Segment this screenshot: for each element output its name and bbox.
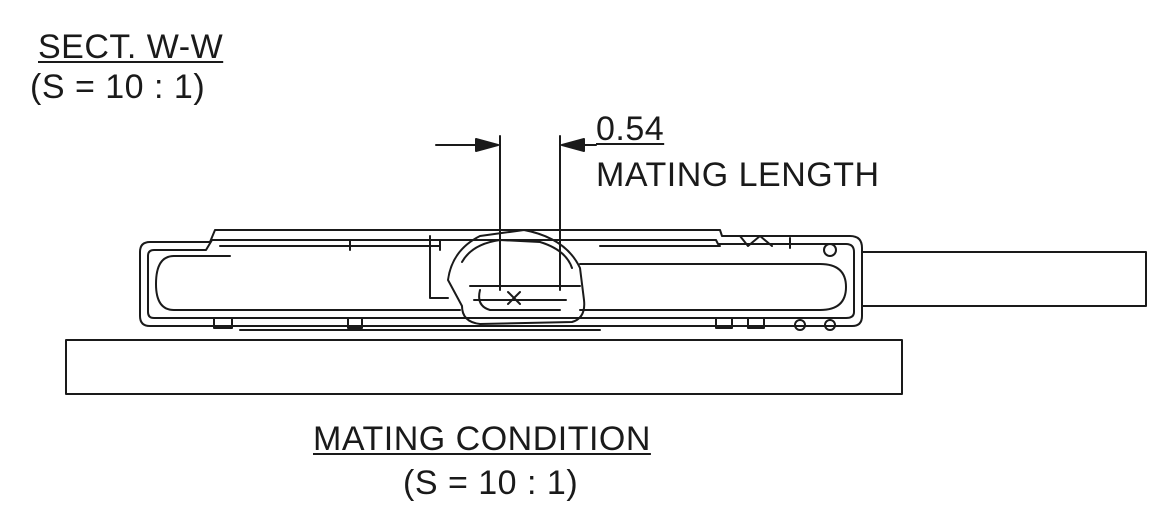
mating-condition-scale: (S = 10 : 1) <box>403 464 579 502</box>
arrowhead-right <box>561 138 585 152</box>
mating-plug-board <box>861 251 1147 307</box>
dimension-caption: MATING LENGTH <box>596 156 880 194</box>
mating-condition-title: MATING CONDITION <box>313 420 651 458</box>
connector-leads <box>213 317 836 331</box>
section-scale: (S = 10 : 1) <box>30 68 206 106</box>
dimension-mating-length <box>435 135 597 291</box>
section-title: SECT. W-W <box>38 28 224 66</box>
arrowhead-left <box>475 138 499 152</box>
connector-body <box>139 229 863 327</box>
mating-contact <box>447 229 586 325</box>
pcb-board <box>65 339 903 395</box>
right-latch-detail <box>739 235 837 257</box>
dimension-value: 0.54 <box>596 110 665 148</box>
